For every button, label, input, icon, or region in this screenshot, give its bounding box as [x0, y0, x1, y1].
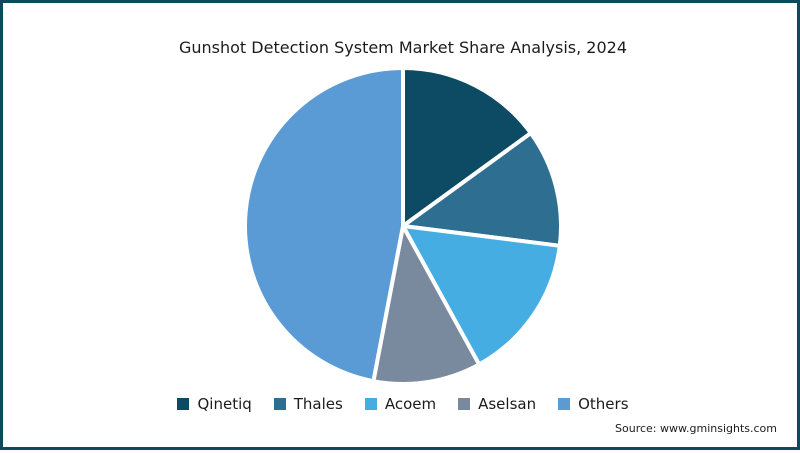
pie-chart	[243, 66, 563, 386]
source-note: Source: www.gminsights.com	[615, 422, 777, 435]
pie-slice-aselsan	[371, 224, 482, 386]
pie-slice-acoem	[401, 224, 562, 367]
legend-label: Acoem	[384, 395, 437, 413]
legend-label: Thales	[293, 395, 343, 413]
pie-slice-others	[243, 66, 405, 384]
legend-swatch	[364, 398, 377, 410]
pie-slice-qinetiq	[401, 66, 533, 228]
legend-item-acoem: Acoem	[364, 395, 437, 413]
chart-title: Gunshot Detection System Market Share An…	[178, 38, 628, 57]
legend-label: Others	[578, 395, 629, 413]
legend-item-thales: Thales	[273, 395, 343, 413]
chart-legend: Qinetiq Thales Acoem Aselsan Others	[3, 395, 800, 413]
legend-swatch	[558, 398, 571, 410]
legend-swatch	[273, 398, 286, 410]
legend-swatch	[177, 398, 190, 410]
legend-swatch	[458, 398, 471, 410]
legend-item-qinetiq: Qinetiq	[177, 395, 252, 413]
pie-slice-thales	[401, 131, 563, 248]
legend-label: Aselsan	[478, 395, 537, 413]
legend-label: Qinetiq	[197, 395, 252, 413]
legend-item-aselsan: Aselsan	[458, 395, 536, 413]
legend-item-others: Others	[558, 395, 629, 413]
